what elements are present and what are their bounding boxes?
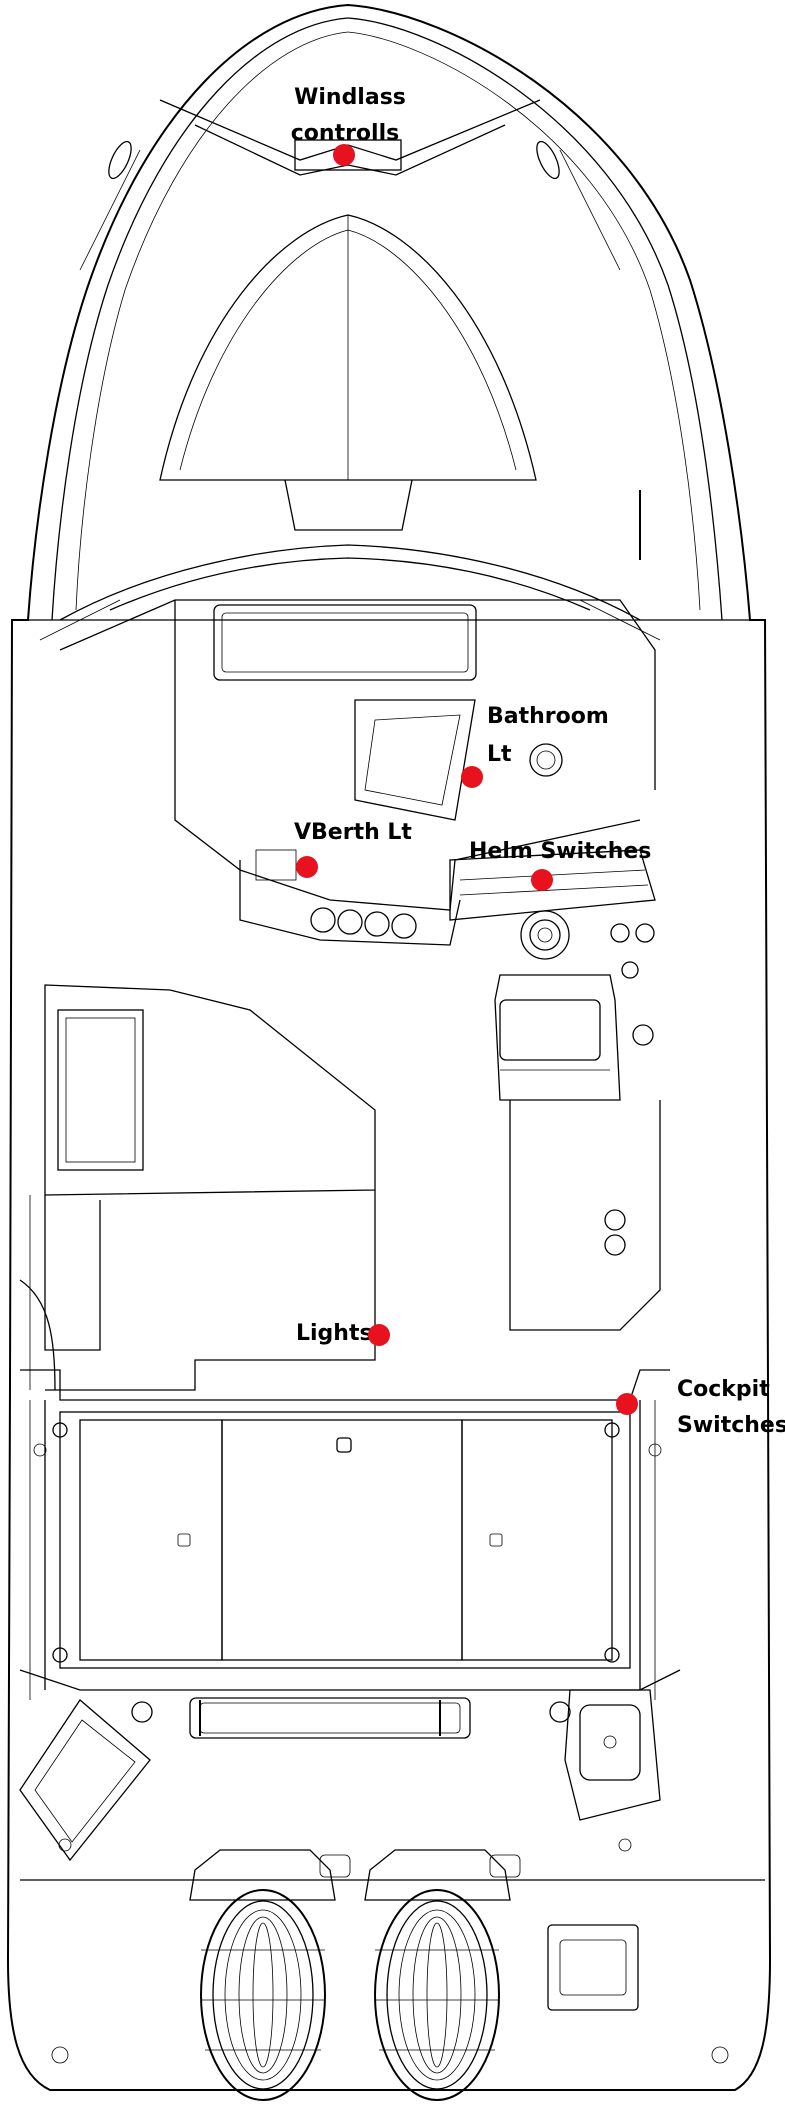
hull-outline	[6, 3, 772, 2091]
bow-deck	[79, 99, 641, 560]
callout-helm: Helm Switches	[469, 839, 651, 891]
marker-cockpit[interactable]	[616, 1393, 638, 1415]
label-bathroom-line1: Bathroom	[487, 704, 609, 729]
label-lights: Lights	[296, 1321, 373, 1346]
console-cabin	[59, 599, 656, 946]
marker-windlass[interactable]	[333, 144, 355, 166]
marker-bathroom[interactable]	[461, 766, 483, 788]
callouts: Windlass controlls Bathroom Lt VBerth Lt…	[291, 85, 785, 1438]
label-bathroom-line2: Lt	[487, 742, 512, 767]
callout-cockpit: Cockpit Switches	[616, 1377, 785, 1438]
marker-helm[interactable]	[531, 869, 553, 891]
label-cockpit-line2: Switches	[677, 1413, 785, 1438]
marker-lights[interactable]	[368, 1324, 390, 1346]
helm-area	[449, 849, 661, 1331]
transom	[19, 1669, 765, 1881]
callout-vberth: VBerth Lt	[294, 820, 412, 878]
callout-bathroom: Bathroom Lt	[461, 704, 609, 788]
label-windlass-line1: Windlass	[294, 85, 406, 110]
outboard-engines	[51, 1849, 729, 2101]
port-seating	[19, 984, 376, 1391]
cockpit	[20, 1369, 670, 1700]
windshield	[39, 544, 661, 641]
label-helm: Helm Switches	[469, 839, 651, 864]
label-cockpit-line1: Cockpit	[677, 1377, 770, 1402]
label-windlass-line2: controlls	[291, 121, 399, 146]
marker-vberth[interactable]	[296, 856, 318, 878]
label-vberth: VBerth Lt	[294, 820, 412, 845]
callout-lights: Lights	[296, 1321, 390, 1346]
callout-windlass: Windlass controlls	[291, 85, 406, 166]
